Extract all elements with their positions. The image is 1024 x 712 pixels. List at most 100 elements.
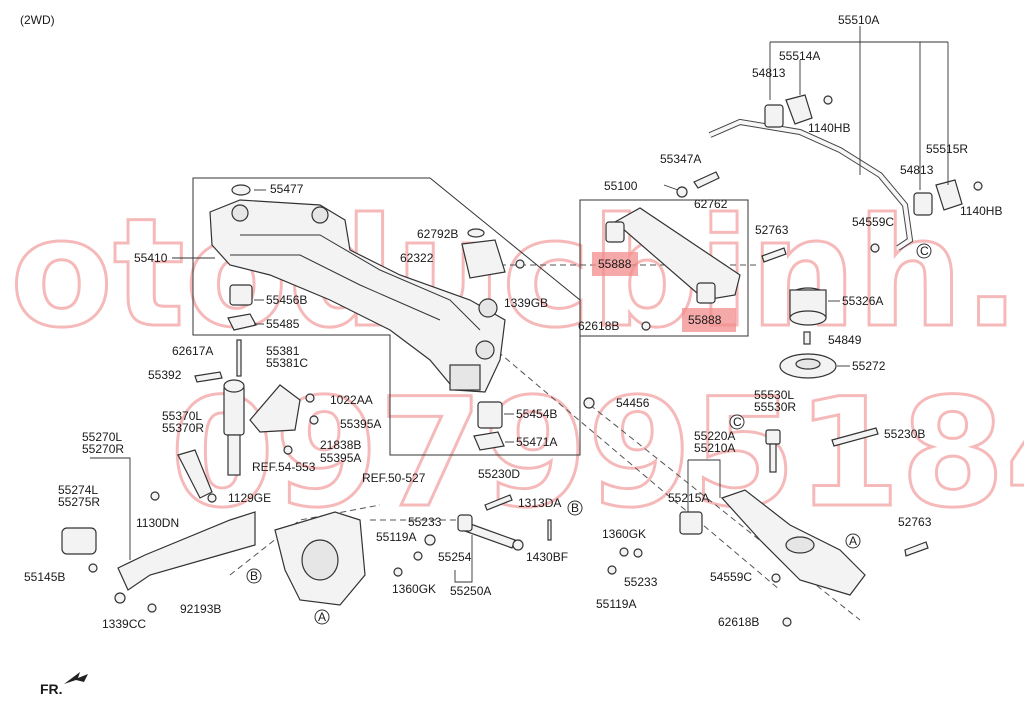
nut-1339GB [515, 259, 525, 269]
variant-label: (2WD) [20, 13, 55, 27]
lead-55250A [454, 535, 473, 583]
bolt-55145B [88, 563, 98, 573]
subframe-bracket [449, 364, 481, 391]
callout-b-right [567, 500, 583, 516]
label-55119A-right: 55119A [596, 597, 636, 611]
bolt-52763-upper [761, 247, 787, 263]
spring-pad-55272-inner [795, 358, 821, 370]
callout-a-right-label: A [849, 534, 857, 548]
ref-line-5 [229, 504, 381, 576]
label-55100: 55100 [604, 179, 638, 193]
callout-b-left [246, 568, 262, 584]
label-55326A: 55326A [842, 294, 883, 308]
ref-line-2 [489, 344, 781, 591]
stopper-55471A [473, 431, 505, 451]
bolt-1140HB-left [823, 95, 833, 105]
bolt-1129GE [207, 493, 217, 503]
nut-62618B-lower [782, 617, 792, 627]
lead-55270L [90, 457, 131, 560]
label-55230B: 55230B [884, 427, 925, 441]
label-52763-upper: 52763 [755, 223, 789, 237]
label-1360GK-left: 1360GK [392, 582, 436, 596]
subframe-mount-hole-3 [478, 298, 498, 318]
bolt-55230B [831, 427, 879, 447]
ball-joint-1430BF [512, 539, 524, 551]
subframe-group-box [192, 177, 581, 456]
nut-54559C-lower [771, 573, 781, 583]
callout-c-upper [916, 243, 932, 259]
label-54849: 54849 [828, 333, 862, 347]
upper-arm-55100 [613, 207, 741, 301]
nut-54456 [583, 397, 595, 409]
label-55233-right: 55233 [624, 575, 658, 589]
bushing-55454B [477, 401, 503, 429]
subframe-mount-hole-1 [231, 204, 249, 222]
trailing-arm-55270 [117, 511, 256, 591]
front-direction-label: FR. [40, 681, 63, 697]
callout-b-right-label: B [571, 501, 579, 515]
label-55456B: 55456B [266, 293, 307, 307]
label-55515R: 55515R [926, 142, 968, 156]
subframe-mount-hole-2 [311, 206, 329, 224]
label-55471A: 55471A [516, 435, 557, 449]
link-55530-rod [769, 443, 777, 473]
subframe-crossmember [209, 199, 506, 393]
label-55370L: 55370L [162, 409, 202, 423]
label-1360GK-right: 1360GK [602, 527, 646, 541]
label-55275R: 55275R [58, 495, 100, 509]
label-54813-right: 54813 [900, 163, 934, 177]
bushing-55254 [457, 514, 473, 532]
nut-1360GK-right [619, 547, 629, 557]
label-1140HB-right: 1140HB [960, 204, 1002, 218]
label-54456: 54456 [616, 396, 650, 410]
label-55347A: 55347A [660, 152, 701, 166]
bushing-55888-lower [696, 282, 716, 304]
subframe-detail-2 [230, 254, 441, 321]
label-55485: 55485 [266, 317, 300, 331]
label-92193B: 92193B [180, 602, 221, 616]
bolt-1130DN [150, 491, 160, 501]
label-55510A: 55510A [838, 13, 879, 27]
label-55119A-left: 55119A [376, 530, 416, 544]
nut-54559C-upper [870, 243, 880, 253]
nut-55119A-right [607, 565, 617, 575]
label-55888-lower: 55888 [688, 313, 722, 327]
label-55270R: 55270R [82, 442, 124, 456]
shield-55274 [177, 449, 213, 499]
bushing-55274 [61, 527, 97, 555]
bump-stop-55326A-bottom [789, 310, 827, 326]
label-55145B: 55145B [24, 570, 65, 584]
label-55254: 55254 [438, 550, 472, 564]
label-55514A: 55514A [779, 49, 820, 63]
label-54559C-lower: 54559C [710, 570, 752, 584]
callout-c-lower-label: C [733, 415, 742, 429]
label-55381: 55381 [266, 344, 300, 358]
shock-55370-rod [227, 434, 241, 476]
callout-c-lower [729, 414, 745, 430]
label-55410: 55410 [134, 251, 168, 265]
watermark-line2: 0979951845 [170, 367, 1024, 541]
label-ref-54-553: REF.54-553 [252, 460, 316, 474]
callout-c-upper-label: C [920, 244, 929, 258]
callout-a-left [314, 609, 330, 625]
bushing-55215A [679, 511, 703, 535]
label-1313DA: 1313DA [518, 496, 561, 510]
washer-55233-left [424, 534, 436, 546]
subframe-mount-hole-4 [475, 340, 495, 360]
lower-arm-spring-seat [785, 536, 815, 554]
label-1339CC: 1339CC [102, 617, 146, 631]
label-55233-left: 55233 [408, 515, 442, 529]
bushing-54813-right [913, 192, 933, 216]
label-55210A: 55210A [694, 441, 735, 455]
lead-55220A [687, 459, 721, 512]
bolt-52763-lower [904, 541, 929, 557]
label-55395A-lower: 55395A [320, 451, 361, 465]
label-62618B-upper: 62618B [578, 319, 619, 333]
bushing-55888-upper [605, 221, 625, 243]
bracket-55381 [249, 384, 301, 433]
bracket-55514A [785, 94, 813, 125]
bolt-92193B [147, 603, 157, 613]
bracket-62322 [461, 239, 506, 279]
label-ref-50-527: REF.50-527 [362, 471, 426, 485]
